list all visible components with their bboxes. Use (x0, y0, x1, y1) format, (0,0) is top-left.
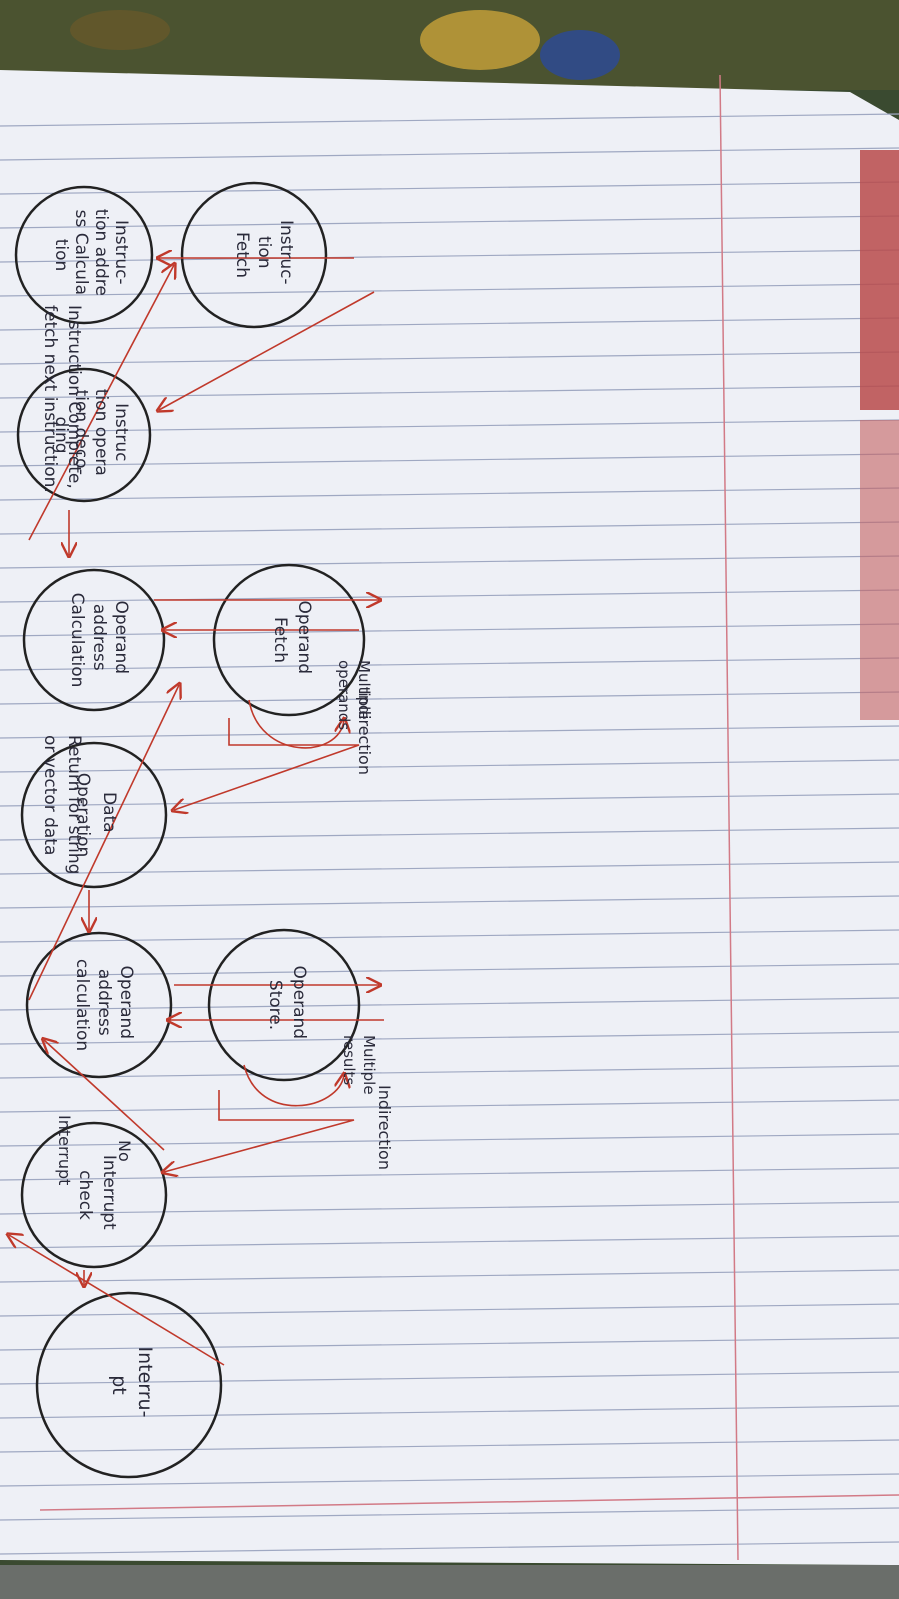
ruled-line (0, 555, 899, 569)
ruled-line (0, 1133, 899, 1147)
label-multiple-results: Multiple results (340, 1035, 378, 1099)
label-instruction-fetch: Instruc- tion Fetch (232, 220, 296, 290)
node-instruction-decoding (16, 367, 152, 503)
ruled-line (0, 487, 899, 501)
ruled-line (0, 113, 899, 127)
node-interrupt (35, 1291, 223, 1479)
ruled-line (0, 317, 899, 331)
ruled-line (0, 283, 899, 297)
ruled-line (0, 1235, 899, 1249)
label-operand-address-calc-2: Operand address calculation (72, 959, 136, 1051)
ruled-line (0, 793, 899, 807)
label-return-for-string: Return for string or vector data (40, 735, 84, 880)
ruled-line (0, 1337, 899, 1351)
node-operand-store (207, 928, 361, 1082)
ruled-line (0, 861, 899, 875)
ruled-line (0, 1167, 899, 1181)
arrow-interrupt-back (9, 1235, 225, 1366)
ruled-line (0, 215, 899, 229)
label-data-operation: Data Operation (73, 773, 119, 858)
node-data-operation (20, 741, 168, 889)
ruled-line (0, 1031, 899, 1045)
label-interrupt: Interru- pt (108, 1346, 156, 1423)
arrow-indirection-loop-2 (243, 1064, 344, 1107)
arrow-intcheck-no (44, 1040, 165, 1151)
ruled-line (0, 895, 899, 909)
ruled-line (0, 1405, 899, 1419)
arrow-opstore-to-intcheck (164, 1090, 355, 1172)
ruled-line (0, 249, 899, 263)
label-operand-store: Operand Store. (265, 965, 309, 1044)
ruled-line (0, 1269, 899, 1283)
arrow-opfetch-to-dataop (174, 718, 360, 810)
ruled-line (0, 963, 899, 977)
ruled-line (0, 827, 899, 841)
ruled-line (0, 691, 899, 705)
ruled-line (0, 1303, 899, 1317)
label-indirection-1: Indirection (355, 690, 374, 775)
ruled-line (0, 1473, 899, 1487)
ruled-line (0, 453, 899, 467)
arrow-return-string (28, 685, 179, 1001)
ruled-line (0, 997, 899, 1011)
label-operand-fetch: Operand Fetch (270, 600, 314, 679)
ruled-line (0, 929, 899, 943)
ruled-line (0, 1371, 899, 1385)
node-instruction-address-calc (14, 185, 154, 325)
ruled-line (0, 351, 899, 365)
ruled-line (0, 385, 899, 399)
ruled-line (0, 521, 899, 535)
node-interrupt-check (20, 1121, 168, 1269)
label-no: No (115, 1140, 134, 1162)
arrow-indirection-loop-1 (248, 699, 344, 749)
ruled-line (0, 1201, 899, 1215)
ruled-line (0, 657, 899, 671)
ruled-line (0, 589, 899, 603)
label-instruction-complete: Instruction Complete, fetch next instruc… (40, 305, 84, 494)
ruled-line (0, 181, 899, 195)
arrow-fetch-to-decoding (159, 291, 375, 410)
ruled-line (0, 1099, 899, 1113)
label-indirection-2: Indirection (375, 1085, 394, 1170)
ruled-line (0, 147, 899, 161)
node-operand-address-calc-1 (22, 568, 166, 712)
ruled-line (0, 725, 899, 739)
label-instruction-decoding: Instruc tion opera tion deco- ding (51, 389, 131, 481)
ruled-line (0, 1541, 899, 1555)
label-operand-address-calc-1: Operand address Calculation (67, 593, 131, 688)
node-operand-fetch (212, 563, 366, 717)
label-interrupt-check: Interrupt check (75, 1155, 119, 1235)
arrow-complete-to-fetch (28, 265, 174, 541)
label-interrupt-edge: Interrupt (55, 1115, 74, 1185)
ruled-line (0, 1065, 899, 1079)
label-multiple-operands: Multiple operands (335, 660, 373, 730)
ruled-line (0, 1507, 899, 1521)
ruled-line (0, 1439, 899, 1453)
ruled-line (0, 623, 899, 637)
label-instruction-address-calc: Instruc- tion addre ss Calcula tion (51, 209, 131, 301)
node-instruction-fetch (180, 181, 328, 329)
node-operand-address-calc-2 (25, 931, 173, 1079)
